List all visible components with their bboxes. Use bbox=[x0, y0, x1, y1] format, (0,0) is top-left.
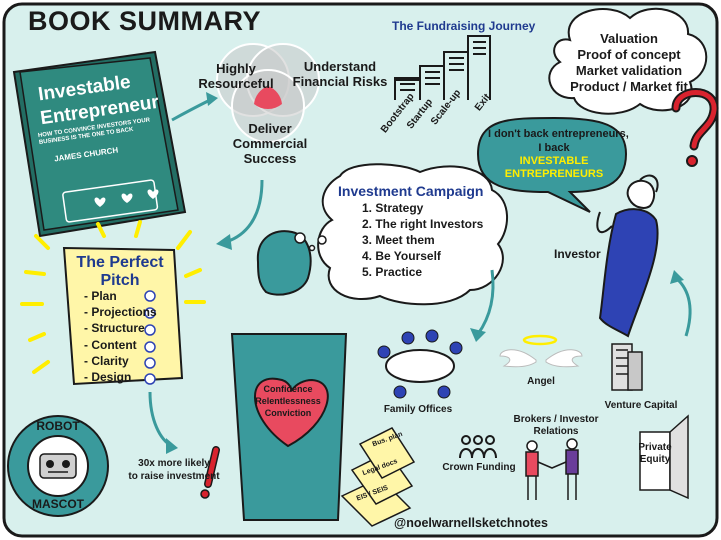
pitch-item: - Design bbox=[84, 370, 132, 384]
venture-capital-label: Venture Capital bbox=[604, 400, 678, 411]
author-handle: @noelwarnellsketchnotes bbox=[394, 516, 548, 530]
entrepreneur-figure bbox=[230, 230, 348, 521]
family-offices-label: Family Offices bbox=[383, 404, 453, 415]
investor-quote-line1: I don't back entrepreneurs, bbox=[488, 128, 629, 140]
brokers-label-line2: Relations bbox=[533, 426, 579, 437]
campaign-item: 2. The right Investors bbox=[362, 217, 484, 231]
campaign-item: 1. Strategy bbox=[362, 201, 424, 215]
validation-valuation: Valuation bbox=[600, 31, 658, 46]
campaign-item: 4. Be Yourself bbox=[362, 249, 441, 263]
investor-quote-highlight1: INVESTABLE bbox=[519, 155, 589, 167]
building-icon bbox=[611, 343, 643, 391]
heart-line3: Conviction bbox=[264, 408, 312, 418]
investor-label: Investor bbox=[554, 247, 601, 261]
validation-proof: Proof of concept bbox=[577, 47, 681, 62]
heart-icon bbox=[121, 193, 133, 203]
venn-label-right: Understand Financial Risks bbox=[292, 59, 388, 89]
investor-quote-highlight2: ENTREPRENEURS bbox=[504, 168, 604, 180]
heart-icon bbox=[254, 377, 329, 448]
campaign-title: Investment Campaign bbox=[338, 183, 484, 199]
validation-fit: Product / Market fit bbox=[570, 79, 688, 94]
campaign-item: 3. Meet them bbox=[362, 233, 435, 247]
pitch-item: - Content bbox=[84, 338, 137, 352]
halo-icon bbox=[522, 334, 558, 346]
brokers-label-line1: Brokers / Investor bbox=[513, 414, 599, 425]
investor-figure bbox=[596, 174, 659, 338]
checkmark-icon bbox=[144, 290, 156, 385]
pitch-item: - Projections bbox=[84, 305, 157, 319]
private-equity-line2: Equity bbox=[639, 454, 671, 465]
stat-line1: 30x more likely bbox=[138, 458, 210, 469]
page-title: BOOK SUMMARY bbox=[28, 6, 261, 36]
stat-line2: to raise investment bbox=[128, 471, 220, 482]
pitch-title-line2: Pitch bbox=[100, 272, 140, 289]
pitch-item: - Structure bbox=[84, 321, 145, 335]
crown-funding-label: Crown Funding bbox=[442, 462, 516, 473]
investor-quote-line2: I back bbox=[538, 142, 570, 154]
robot-icon bbox=[7, 415, 109, 517]
heart-line1: Confidence bbox=[263, 384, 313, 394]
pitch-item: - Plan bbox=[84, 289, 117, 303]
speech-bubble-icon bbox=[476, 116, 628, 213]
venn-label-left: Highly Resourceful bbox=[198, 61, 274, 91]
question-mark-icon bbox=[671, 88, 719, 167]
validation-cloud bbox=[548, 7, 708, 115]
mascot-bottom: MASCOT bbox=[32, 497, 84, 511]
campaign-item: 5. Practice bbox=[362, 265, 423, 279]
venn-diagram bbox=[216, 43, 320, 143]
pitch-rays bbox=[20, 220, 206, 374]
family-offices-icon bbox=[377, 329, 463, 399]
book-cover bbox=[12, 50, 187, 238]
fundraising-journey-title: The Fundraising Journey bbox=[392, 19, 536, 33]
people-icon bbox=[459, 435, 497, 459]
private-equity-line1: Private bbox=[638, 442, 672, 453]
pitch-item: - Clarity bbox=[84, 354, 129, 368]
validation-market: Market validation bbox=[575, 63, 683, 78]
heart-line2: Relentlessness bbox=[255, 396, 321, 406]
heart-icon bbox=[94, 197, 106, 207]
door-icon bbox=[639, 414, 689, 500]
wings-icon bbox=[499, 334, 583, 368]
venn-label-bottom: Deliver Commercial Success bbox=[232, 121, 308, 166]
exclamation-mark-icon bbox=[200, 446, 220, 499]
fundraising-stairs bbox=[394, 35, 491, 100]
angel-label: Angel bbox=[527, 376, 555, 387]
mascot-top: ROBOT bbox=[36, 419, 80, 433]
heart-icon bbox=[147, 189, 159, 199]
documents-stack bbox=[340, 427, 416, 527]
handshake-icon bbox=[525, 438, 579, 500]
pitch-title-line1: The Perfect bbox=[76, 254, 164, 271]
